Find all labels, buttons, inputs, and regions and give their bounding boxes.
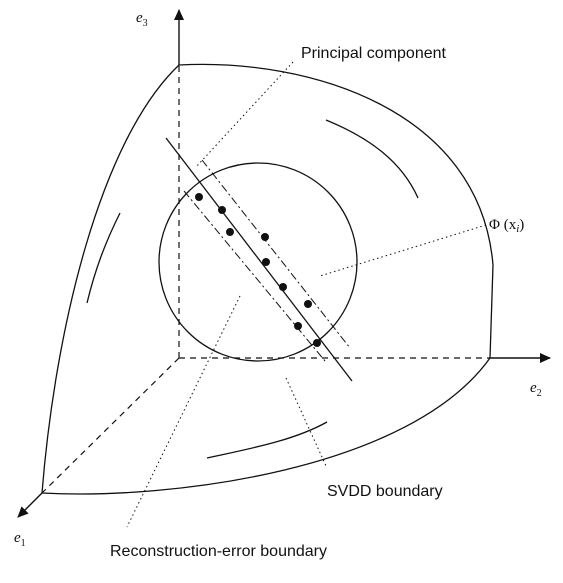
shading-arc-upper-right — [325, 119, 419, 199]
label-svdd-boundary: SVDD boundary — [327, 483, 443, 500]
sphere-octant-outline — [41, 63, 494, 495]
data-points — [195, 193, 321, 347]
data-point — [279, 283, 287, 291]
data-point — [195, 193, 203, 201]
axis-e1-solid — [17, 492, 43, 518]
svdd-circle — [158, 162, 358, 362]
axis-label-e2: e2 — [530, 380, 542, 399]
label-reconstruction-error-boundary: Reconstruction-error boundary — [110, 543, 327, 560]
leader-phi — [319, 224, 487, 277]
leader-lines — [126, 61, 487, 528]
axis-label-e1: e1 — [14, 530, 26, 549]
data-point — [262, 258, 270, 266]
leader-reconstruction — [126, 295, 241, 528]
data-point — [294, 322, 302, 330]
data-point — [313, 339, 321, 347]
label-principal-component: Principal component — [301, 45, 447, 62]
data-point — [218, 206, 226, 214]
leader-svdd — [285, 377, 328, 469]
reconstruction-band-lower — [183, 190, 326, 362]
data-point — [226, 228, 234, 236]
reconstruction-band-upper — [201, 159, 351, 349]
shading-arcs — [86, 119, 419, 459]
label-phi: Φ (xi) — [489, 217, 524, 235]
shading-arc-left — [86, 212, 121, 304]
principal-component-line — [165, 137, 353, 382]
leader-principal-component — [195, 61, 294, 168]
data-point — [304, 300, 312, 308]
axis-e1-dashed — [41, 357, 180, 494]
shading-arc-bottom — [206, 421, 328, 459]
data-point — [261, 233, 269, 241]
axis-label-e3: e3 — [136, 10, 148, 29]
